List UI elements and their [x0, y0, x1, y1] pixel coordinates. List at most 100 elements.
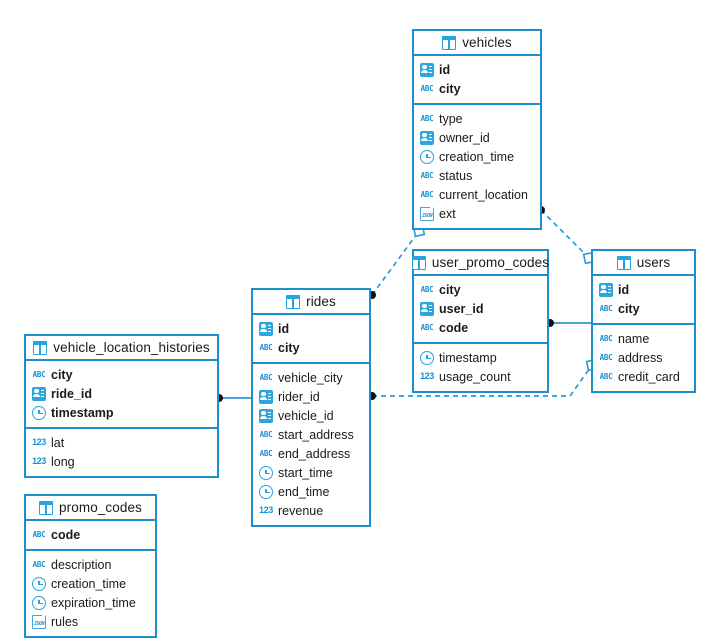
abc-string-type-icon: ABC	[420, 284, 434, 294]
column-name-label: end_time	[278, 484, 330, 499]
column-name-label: creation_time	[439, 149, 515, 164]
abc-string-type-icon: ABC	[599, 352, 613, 362]
abc-string-type-icon: ABC	[259, 448, 273, 458]
column-name-label: code	[51, 527, 81, 542]
column-name-label: credit_card	[618, 369, 680, 384]
table-name-label: rides	[306, 294, 336, 309]
id-badge-type-icon	[420, 301, 434, 316]
column-row[interactable]: timestamp	[414, 348, 547, 367]
table-name-label: promo_codes	[59, 500, 142, 515]
column-row[interactable]: rider_id	[253, 387, 369, 406]
column-name-label: creation_time	[51, 576, 127, 591]
column-row[interactable]: creation_time	[26, 574, 155, 593]
column-name-label: current_location	[439, 187, 528, 202]
clock-timestamp-type-icon	[259, 465, 273, 480]
123-number-type-icon: 123	[259, 505, 273, 515]
column-row[interactable]: ABC end_address	[253, 444, 369, 463]
column-row[interactable]: end_time	[253, 482, 369, 501]
column-name-label: id	[278, 321, 290, 336]
column-row[interactable]: start_time	[253, 463, 369, 482]
column-row[interactable]: expiration_time	[26, 593, 155, 612]
column-name-label: vehicle_id	[278, 408, 334, 423]
column-name-label: code	[439, 320, 469, 335]
id-badge-type-icon	[259, 321, 273, 336]
id-badge-type-icon	[599, 282, 613, 297]
column-name-label: city	[618, 301, 640, 316]
column-name-label: vehicle_city	[278, 370, 343, 385]
column-row[interactable]: user_id	[414, 299, 547, 318]
id-badge-type-icon	[420, 62, 434, 77]
column-name-label: long	[51, 454, 75, 469]
column-row[interactable]: vehicle_id	[253, 406, 369, 425]
clock-timestamp-type-icon	[420, 149, 434, 164]
table-header-users[interactable]: users	[593, 251, 694, 276]
column-row[interactable]: id	[414, 60, 540, 79]
clock-timestamp-type-icon	[420, 350, 434, 365]
column-row[interactable]: 123 revenue	[253, 501, 369, 520]
abc-string-type-icon: ABC	[259, 342, 273, 352]
column-name-label: city	[51, 367, 73, 382]
column-name-label: end_address	[278, 446, 351, 461]
table-header-vehicle_location_histories[interactable]: vehicle_location_histories	[26, 336, 217, 361]
column-row[interactable]: creation_time	[414, 147, 540, 166]
table-header-promo_codes[interactable]: promo_codes	[26, 496, 155, 521]
column-name-label: expiration_time	[51, 595, 136, 610]
table-header-vehicles[interactable]: vehicles	[414, 31, 540, 56]
column-row[interactable]: id	[593, 280, 694, 299]
column-row[interactable]: ride_id	[26, 384, 217, 403]
column-name-label: rider_id	[278, 389, 320, 404]
table-header-rides[interactable]: rides	[253, 290, 369, 315]
column-name-label: revenue	[278, 503, 324, 518]
relationship-vehicle_location_histories-to-rides	[215, 394, 251, 402]
column-name-label: owner_id	[439, 130, 490, 145]
column-row[interactable]: timestamp	[26, 403, 217, 422]
clock-timestamp-type-icon	[32, 405, 46, 420]
table-header-user_promo_codes[interactable]: user_promo_codes	[411, 251, 549, 276]
column-row[interactable]: owner_id	[414, 128, 540, 147]
table-grid-icon	[442, 35, 457, 50]
column-name-label: ride_id	[51, 386, 92, 401]
clock-timestamp-type-icon	[32, 576, 46, 591]
column-row[interactable]: id	[253, 319, 369, 338]
column-name-label: type	[439, 111, 463, 126]
column-name-label: user_id	[439, 301, 484, 316]
json-document-type-icon: JSON	[32, 614, 46, 629]
abc-string-type-icon: ABC	[420, 170, 434, 180]
table-grid-icon	[616, 255, 631, 270]
